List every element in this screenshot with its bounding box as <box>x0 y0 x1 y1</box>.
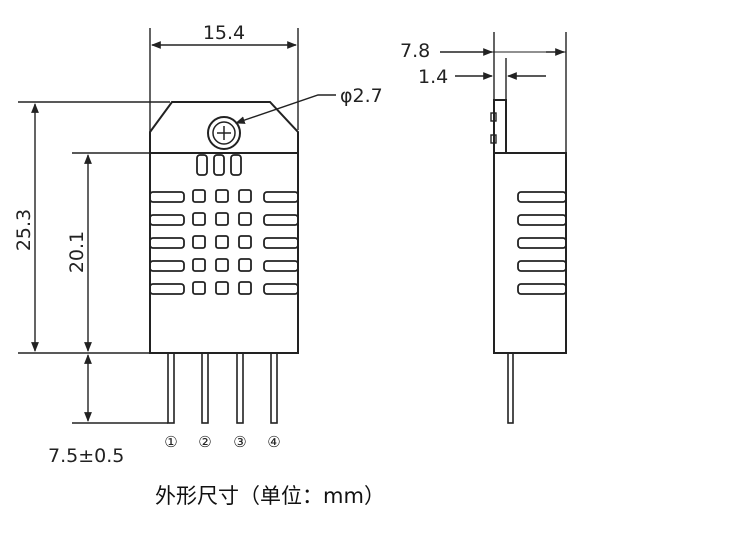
pin-label-3: ③ <box>233 433 246 451</box>
vent-holes-grid <box>192 189 252 295</box>
pin-length-label: 7.5±0.5 <box>48 445 124 467</box>
depth-label: 7.8 <box>400 40 430 62</box>
total-height-label: 25.3 <box>13 209 35 251</box>
side-vent-slots <box>517 191 567 295</box>
caption: 外形尺寸（单位：mm） <box>155 484 385 508</box>
side-flange <box>493 99 507 154</box>
side-body <box>493 152 567 354</box>
left-vent-slots <box>149 191 185 295</box>
front-view <box>149 101 299 424</box>
side-pin <box>507 352 514 424</box>
hole-diameter-label: φ2.7 <box>340 85 383 107</box>
flange-label: 1.4 <box>418 66 448 88</box>
width-label: 15.4 <box>203 22 245 44</box>
side-view <box>490 99 567 424</box>
side-dimensions <box>440 32 567 153</box>
pins <box>167 352 278 424</box>
right-vent-slots <box>263 191 299 295</box>
pin-label-2: ② <box>198 433 211 451</box>
mounting-hole <box>207 116 241 150</box>
front-dimensions <box>18 28 336 424</box>
body-height-label: 20.1 <box>66 231 88 273</box>
pin-label-4: ④ <box>267 433 280 451</box>
sensor-body <box>149 152 299 354</box>
top-slots <box>196 154 242 176</box>
pin-label-1: ① <box>164 433 177 451</box>
